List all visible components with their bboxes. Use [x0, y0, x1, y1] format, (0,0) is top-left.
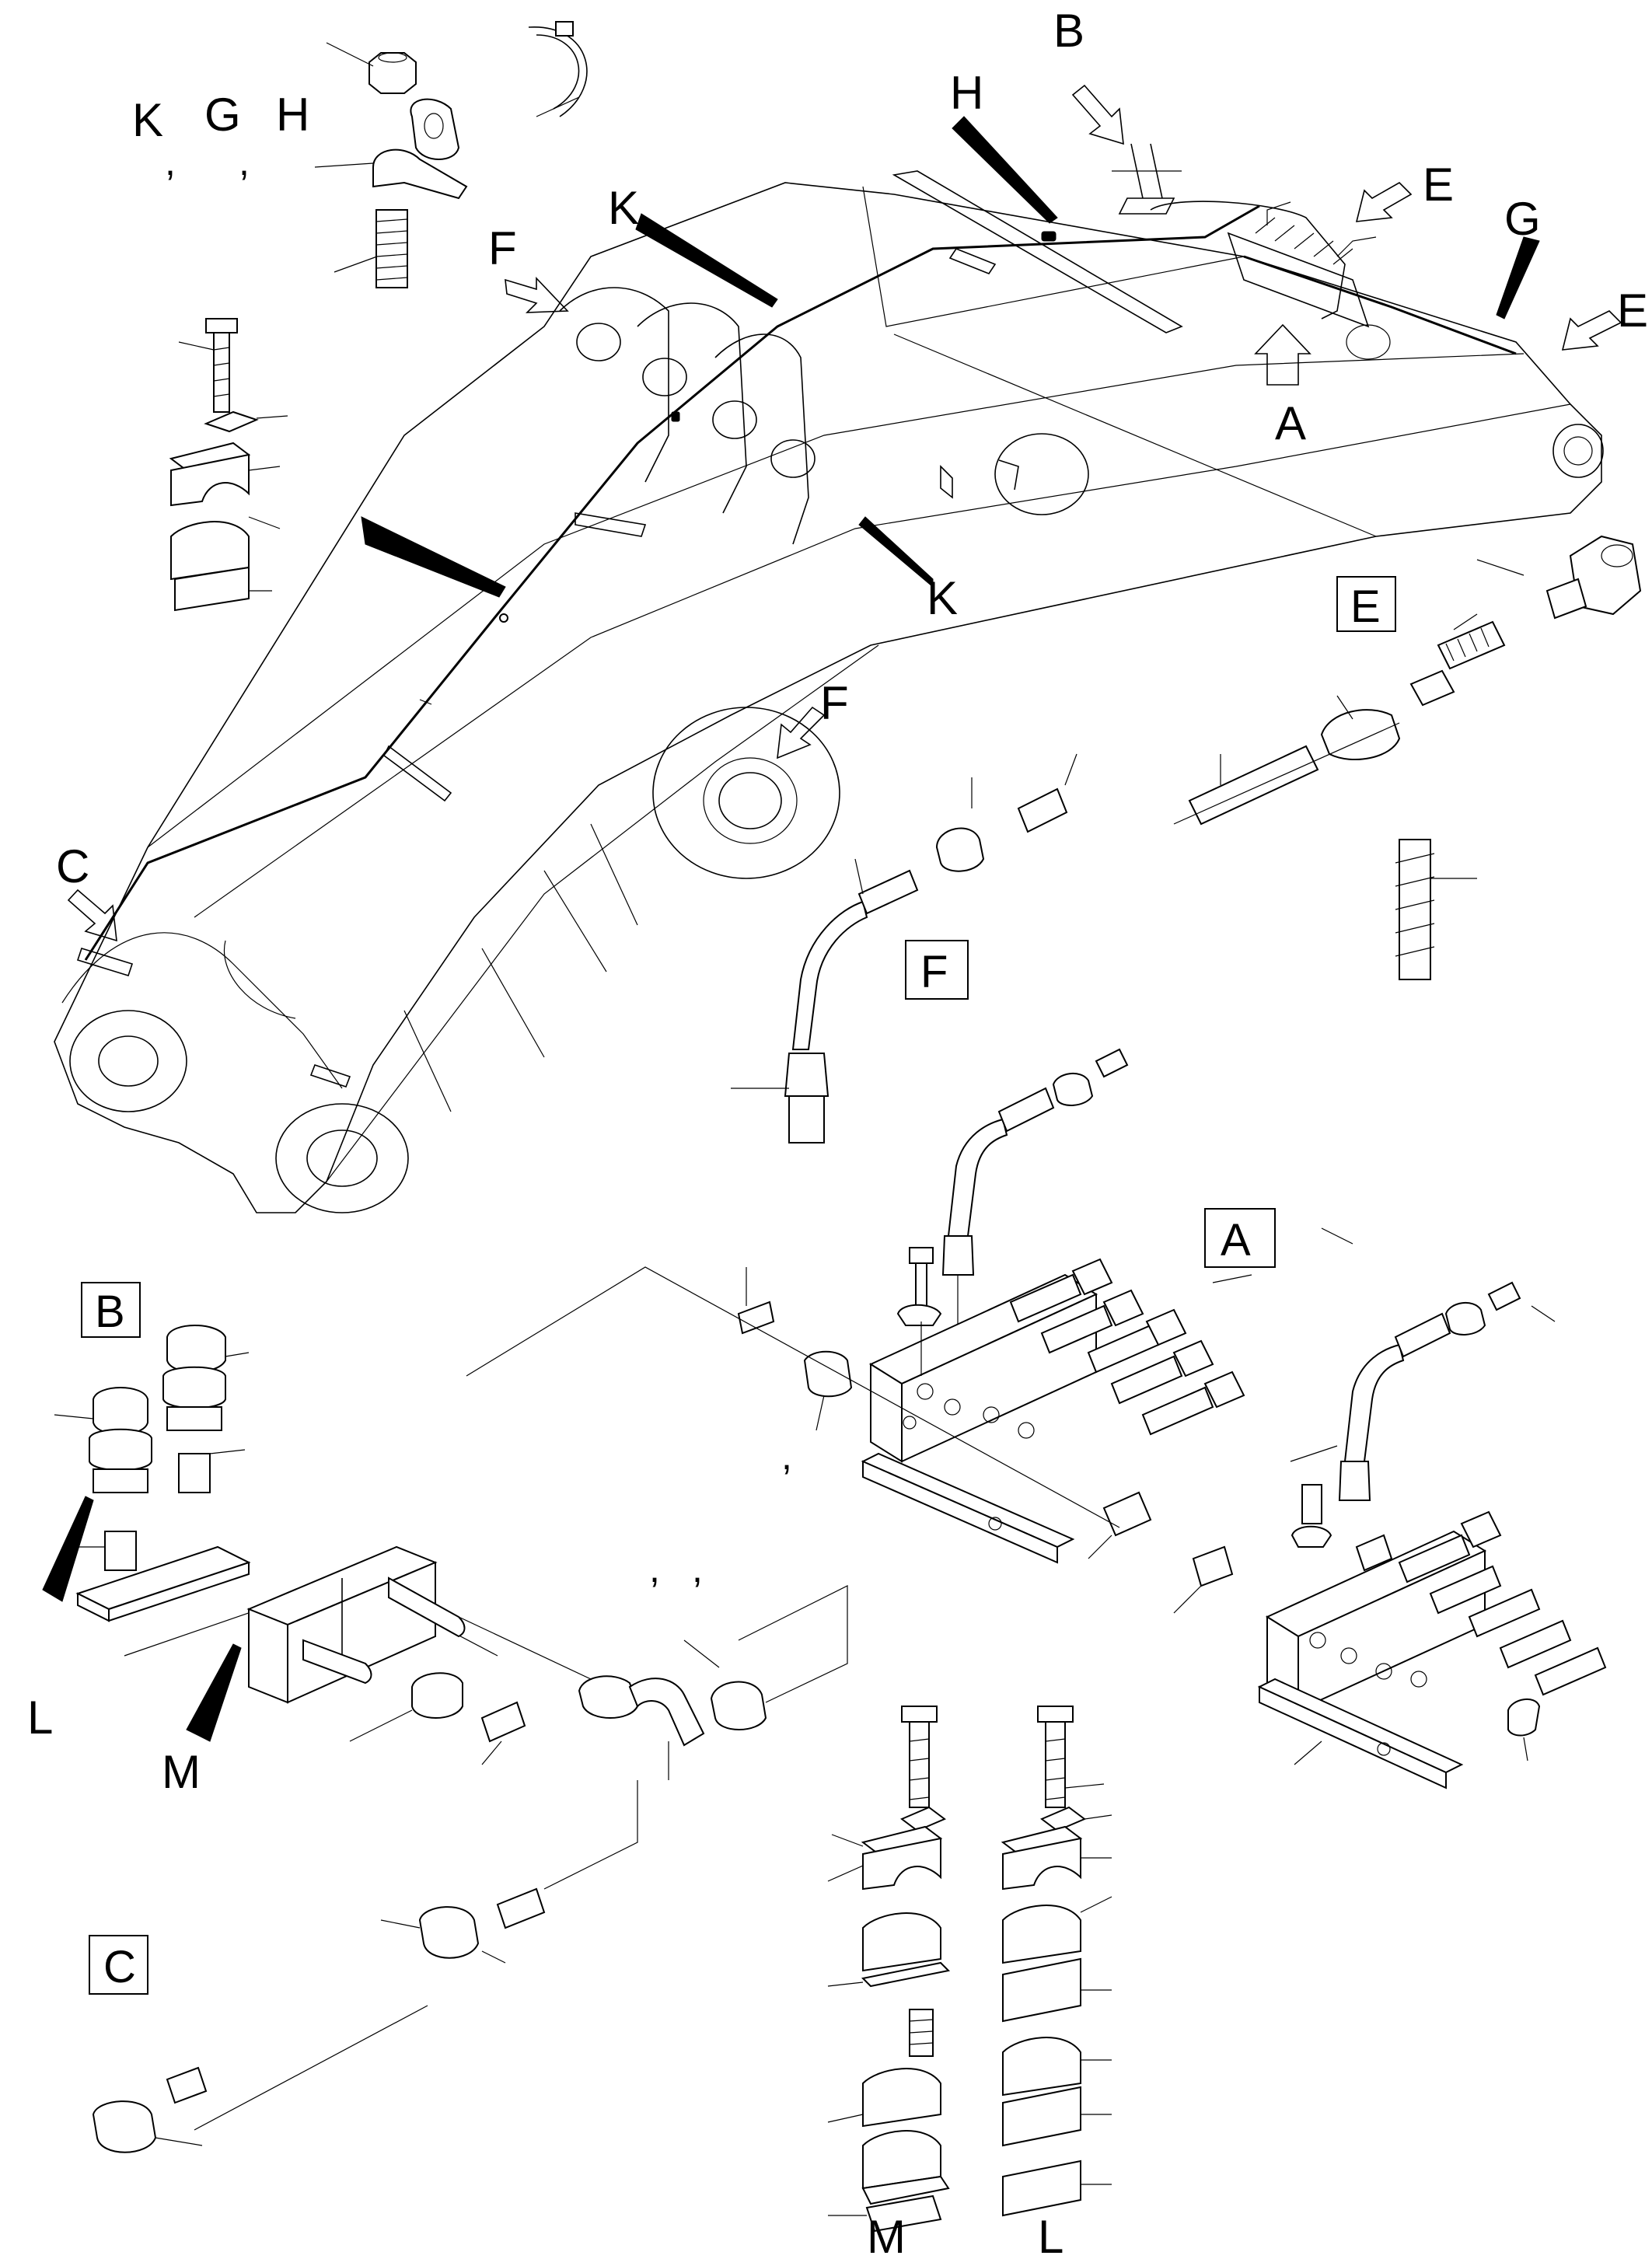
label-callout-l-left: L	[27, 1692, 53, 1744]
label-comma-3: ,	[781, 1434, 792, 1478]
leader-arrows	[42, 116, 1540, 1742]
label-comma-2: ,	[239, 140, 250, 183]
boom-grease-lines	[84, 143, 1517, 961]
label-callout-e-top: E	[1423, 159, 1454, 211]
label-header-h: H	[276, 89, 309, 141]
b-pipes	[1112, 143, 1182, 215]
label-callout-e-right: E	[1617, 285, 1648, 337]
detail-c	[89, 1780, 638, 2153]
clip-k-g-h-detail	[314, 42, 468, 288]
label-comma-4: ,	[649, 1547, 660, 1590]
label-box-a: A	[1221, 1215, 1251, 1266]
label-callout-m-left: M	[162, 1746, 201, 1798]
label-callout-f-mid: F	[820, 677, 849, 729]
label-box-c: C	[103, 1942, 136, 1992]
label-callout-h: H	[950, 67, 983, 119]
label-header-g: G	[204, 89, 241, 141]
detail-f	[731, 753, 1077, 1143]
label-callout-g: G	[1504, 193, 1541, 245]
label-box-e: E	[1350, 581, 1381, 632]
label-callout-f-left: F	[488, 222, 517, 274]
top-distributor	[1227, 201, 1391, 360]
label-callout-l-bottom: L	[1038, 2211, 1063, 2259]
label-comma-1: ,	[165, 140, 176, 183]
label-callout-b: B	[1053, 5, 1084, 57]
label-box-f: F	[920, 947, 948, 997]
detail-e	[1173, 535, 1642, 980]
clamp-stack-l	[1001, 1706, 1112, 2217]
clamp-stack-m	[827, 1706, 951, 2233]
label-comma-5: ,	[692, 1547, 703, 1590]
detail-a	[466, 1048, 1607, 1789]
labels: K G H , , B H K E G E F A K F C E F A B …	[27, 5, 1648, 2259]
label-callout-m-bottom: M	[867, 2211, 906, 2259]
detail-m-block	[246, 1545, 848, 1780]
label-callout-c: C	[56, 840, 89, 892]
label-callout-k-mid: K	[927, 572, 958, 624]
label-header-k: K	[132, 94, 163, 146]
detail-b	[54, 1282, 498, 1657]
label-callout-a: A	[1275, 397, 1306, 449]
clamp-stack-left	[169, 318, 288, 612]
label-callout-k-top: K	[608, 182, 639, 234]
callout-arrows	[67, 84, 1622, 942]
label-box-b: B	[95, 1287, 125, 1337]
cable-tie	[528, 21, 588, 117]
boom-assembly	[54, 170, 1604, 1213]
